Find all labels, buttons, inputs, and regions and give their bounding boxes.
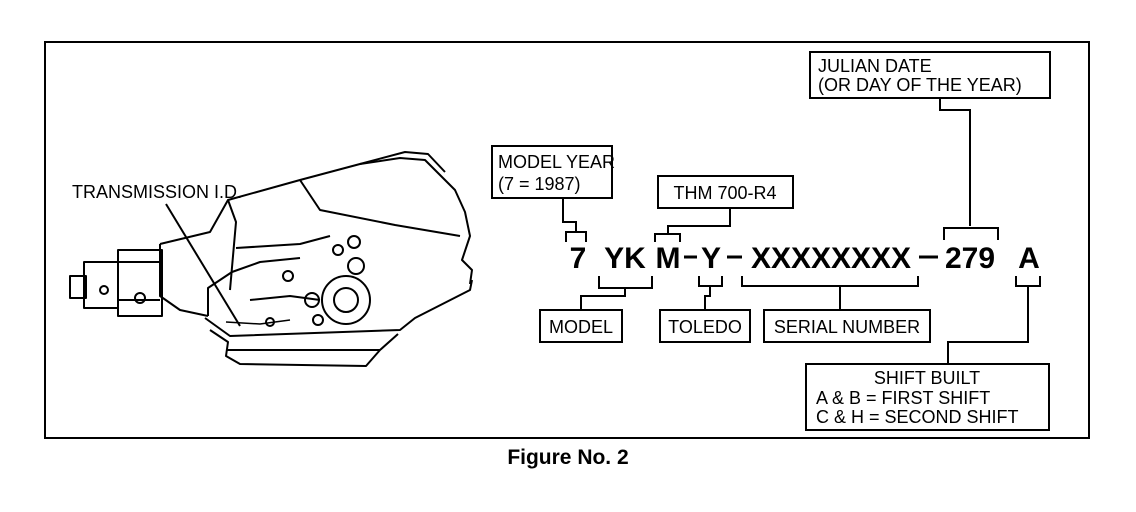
serial-number-box bbox=[763, 309, 931, 343]
model-year-box bbox=[491, 145, 613, 199]
serial-number-label: SERIAL NUMBER bbox=[774, 317, 920, 337]
model-year-label: MODEL YEAR bbox=[498, 152, 615, 172]
code-shift: A bbox=[1018, 242, 1040, 275]
shift-built-second: C & H = SECOND SHIFT bbox=[816, 407, 1019, 427]
code-year: 7 bbox=[570, 242, 587, 275]
thm-box bbox=[657, 175, 794, 209]
transmission-illustration bbox=[69, 151, 473, 367]
code-julian: 279 bbox=[945, 242, 995, 275]
code-serial: XXXXXXXX bbox=[751, 242, 911, 275]
transmission-id-leader bbox=[165, 203, 241, 327]
julian-date-label: JULIAN DATE bbox=[818, 56, 932, 76]
figure-caption: Figure No. 2 bbox=[507, 446, 629, 469]
julian-date-box bbox=[809, 51, 1051, 99]
code-thm: M bbox=[656, 242, 681, 275]
toledo-label: TOLEDO bbox=[668, 317, 742, 337]
julian-date-note: (OR DAY OF THE YEAR) bbox=[818, 75, 1022, 95]
figure-frame bbox=[44, 41, 1090, 439]
model-label: MODEL bbox=[549, 317, 613, 337]
shift-built-first: A & B = FIRST SHIFT bbox=[816, 388, 990, 408]
model-year-value: (7 = 1987) bbox=[498, 174, 581, 194]
leader-lines bbox=[562, 98, 1041, 364]
code-model: YK bbox=[604, 242, 646, 275]
shift-built-title: SHIFT BUILT bbox=[874, 368, 980, 388]
transmission-id-label: TRANSMISSION I.D. bbox=[72, 182, 242, 202]
shift-built-box bbox=[805, 363, 1050, 431]
code-plant: Y bbox=[701, 242, 721, 275]
thm-label: THM 700-R4 bbox=[673, 183, 776, 203]
